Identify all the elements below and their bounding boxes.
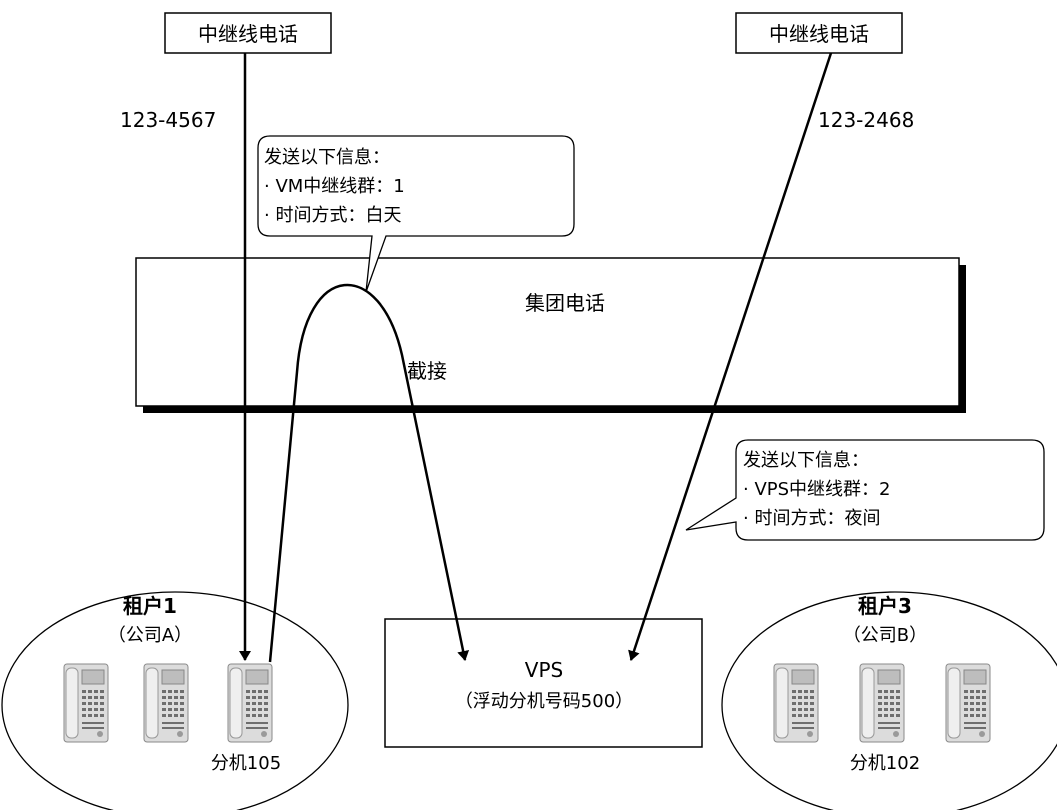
vps-box: VPS （浮动分机号码500）	[384, 618, 703, 748]
trunk-right-number: 123-2468	[818, 108, 914, 132]
phone-icon	[773, 663, 819, 743]
tenant1-extension: 分机105	[211, 753, 281, 774]
phone-icon	[945, 663, 991, 743]
tenant3-subtitle: （公司B）	[843, 625, 927, 646]
phone-icon	[227, 663, 273, 743]
callout-left-line-1: 发送以下信息：	[264, 147, 390, 168]
trunk-left-label: 中继线电话	[198, 22, 298, 46]
tenant3-ellipse	[721, 591, 1057, 810]
trunk-left-number: 123-4567	[120, 108, 216, 132]
trunk-right-label: 中继线电话	[769, 22, 869, 46]
phone-icon	[63, 663, 109, 743]
callout-left-line-2: · VM中继线群：1	[264, 176, 405, 197]
callout-right: 发送以下信息： · VPS中继线群：2 · 时间方式：夜间	[685, 439, 1045, 541]
tenant1-title: 租户1	[123, 594, 177, 618]
callout-right-line-1: 发送以下信息：	[743, 450, 869, 471]
tenant1-ellipse	[1, 591, 349, 810]
pbx-label: 集团电话	[525, 291, 605, 315]
trunk-box-right: 中继线电话	[735, 12, 903, 54]
intercept-curve	[268, 283, 470, 663]
phone-icon	[859, 663, 905, 743]
tenant3-extension: 分机102	[850, 753, 920, 774]
intercept-label: 截接	[407, 359, 447, 383]
callout-right-line-2: · VPS中继线群：2	[743, 479, 891, 500]
pbx-box: 集团电话	[135, 257, 966, 413]
callout-right-line-3: · 时间方式：夜间	[743, 508, 880, 529]
tenant3-title: 租户3	[858, 594, 912, 618]
trunk-right-line	[628, 52, 833, 661]
callout-left: 发送以下信息： · VM中继线群：1 · 时间方式：白天	[257, 135, 575, 293]
tenant1-subtitle: （公司A）	[108, 625, 192, 646]
vps-subtitle: （浮动分机号码500）	[455, 691, 633, 712]
phone-icon	[143, 663, 189, 743]
callout-left-line-3: · 时间方式：白天	[264, 205, 401, 226]
vps-title: VPS	[525, 658, 563, 682]
trunk-box-left: 中继线电话	[164, 12, 332, 54]
